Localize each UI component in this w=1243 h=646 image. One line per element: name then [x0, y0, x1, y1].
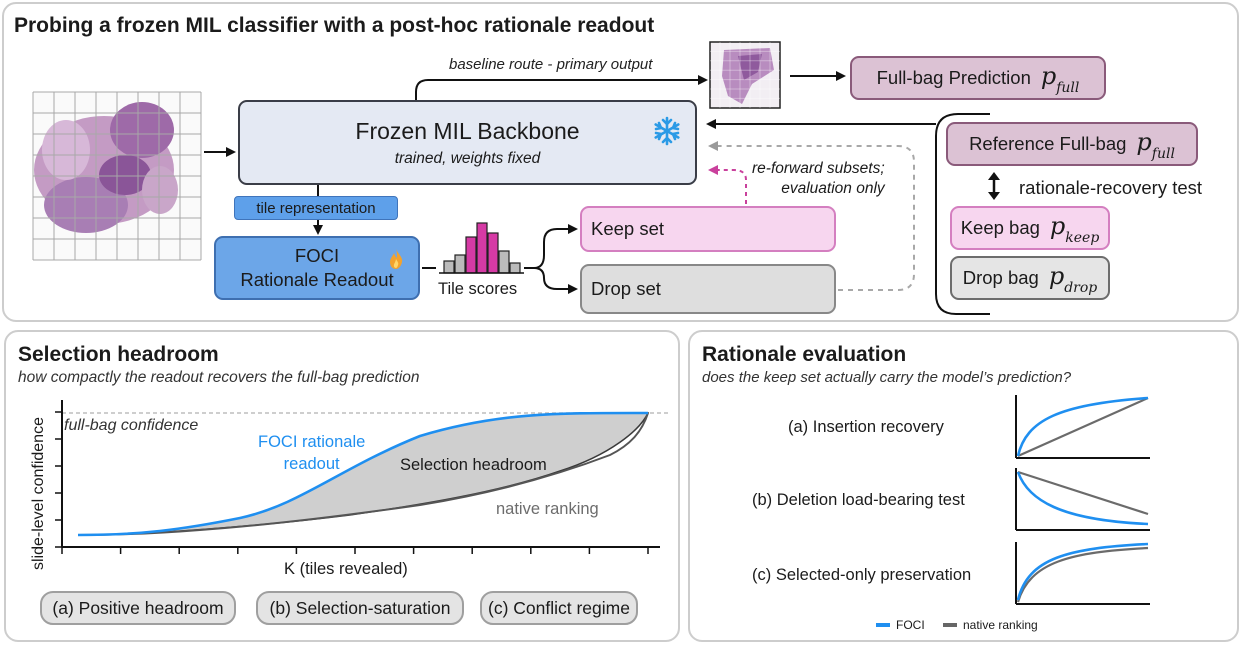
snowflake-icon: [654, 116, 680, 146]
keep-set-label: Keep set: [591, 218, 665, 239]
keep-refeed-dashed-arrow: [708, 165, 747, 204]
scores-to-drop-arrow: [533, 267, 578, 294]
drop-set-box: Drop set: [580, 264, 836, 314]
baseline-route-label: baseline route - primary output: [449, 56, 653, 73]
legend-foci-label: FOCI: [896, 618, 925, 632]
native-ranking-curve: [77, 412, 649, 536]
insertion-foci-curve: [1016, 396, 1149, 457]
rationale-evaluation-panel: [688, 330, 1239, 642]
legend-native-label: native ranking: [963, 618, 1038, 632]
p-drop-symbol: pdrop: [1048, 262, 1098, 296]
selection-headroom-subtitle: how compactly the readout recovers the f…: [18, 369, 420, 386]
insertion-recovery-plot: [1015, 395, 1150, 459]
selected-native-curve: [1016, 546, 1149, 603]
backbone-subtitle: trained, weights fixed: [394, 149, 541, 167]
pill-selection-saturation: (b) Selection-saturation: [256, 591, 464, 625]
keep-set-box: Keep set: [580, 206, 836, 252]
baseline-route-arrow: [415, 75, 708, 100]
reforward-line1: re-forward subsets;: [752, 160, 885, 177]
x-axis-label: K (tiles revealed): [284, 560, 408, 578]
p-full-symbol: pfull: [1040, 62, 1080, 96]
foci-rationale-readout: FOCI Rationale Readout: [214, 236, 420, 300]
foci-subtitle: Rationale Readout: [240, 269, 394, 290]
foci-rationale-curve: [77, 411, 649, 537]
deletion-native-line: [1017, 470, 1149, 516]
deletion-test-plot: [1015, 468, 1150, 531]
flame-icon: [390, 249, 403, 269]
pill-conflict-regime: (c) Conflict regime: [480, 591, 638, 625]
backbone-title: Frozen MIL Backbone: [355, 117, 580, 144]
foci-curve-label: FOCI rationale readout: [258, 431, 365, 475]
drop-refeed-dashed-arrow: [708, 141, 915, 291]
tile-representation-label: tile representation: [234, 196, 398, 220]
slide-thumbnail: [32, 91, 202, 261]
keep-bag-box: Keep bag pkeep: [950, 206, 1110, 250]
evaluation-bracket: [935, 113, 990, 315]
reference-p-full-symbol: pfull: [1136, 128, 1175, 162]
scores-to-keep-arrow: [524, 224, 578, 269]
rationale-evaluation-title: Rationale evaluation: [702, 343, 907, 366]
selected-only-plot: [1015, 542, 1150, 605]
drop-bag-box: Drop bag pdrop: [950, 256, 1110, 300]
selected-foci-curve: [1016, 542, 1149, 601]
full-bag-confidence-label: full-bag confidence: [64, 417, 199, 434]
insertion-native-line: [1017, 396, 1149, 458]
full-bag-prediction-box: Full-bag Prediction pfull: [850, 56, 1106, 100]
pill-positive-headroom: (a) Positive headroom: [40, 591, 236, 625]
reforward-label: re-forward subsets; evaluation only: [752, 159, 885, 199]
tissue-patch-thumbnail: [709, 41, 781, 109]
rationale-evaluation-subtitle: does the keep set actually carry the mod…: [702, 369, 1072, 386]
foci-curve-line1: FOCI rationale: [258, 433, 366, 451]
selection-headroom-title: Selection headroom: [18, 343, 219, 366]
reforward-line2: evaluation only: [781, 180, 885, 197]
drop-set-label: Drop set: [591, 278, 661, 299]
tile-scores-label: Tile scores: [438, 280, 518, 298]
pipeline-title: Probing a frozen MIL classifier with a p…: [14, 14, 655, 37]
foci-curve-line2: readout: [283, 455, 340, 473]
headroom-label: Selection headroom: [400, 456, 547, 474]
native-ranking-label: native ranking: [496, 500, 599, 518]
frozen-mil-backbone: Frozen MIL Backbone trained, weights fix…: [238, 100, 697, 185]
foci-title: FOCI: [294, 245, 340, 266]
recovery-test-label: rationale-recovery test: [1019, 177, 1203, 198]
selected-only-label: (c) Selected-only preservation: [752, 566, 972, 584]
drop-bag-label: Drop bag: [962, 267, 1039, 288]
deletion-test-label: (b) Deletion load-bearing test: [752, 491, 965, 509]
reference-full-bag-label: Reference Full-bag: [969, 133, 1127, 154]
insertion-recovery-label: (a) Insertion recovery: [788, 418, 944, 436]
reference-full-bag-box: Reference Full-bag pfull: [946, 122, 1198, 166]
full-bag-prediction-label: Full-bag Prediction: [876, 67, 1031, 88]
keep-bag-label: Keep bag: [960, 217, 1040, 238]
p-keep-symbol: pkeep: [1049, 212, 1100, 246]
deletion-foci-curve: [1016, 471, 1149, 526]
